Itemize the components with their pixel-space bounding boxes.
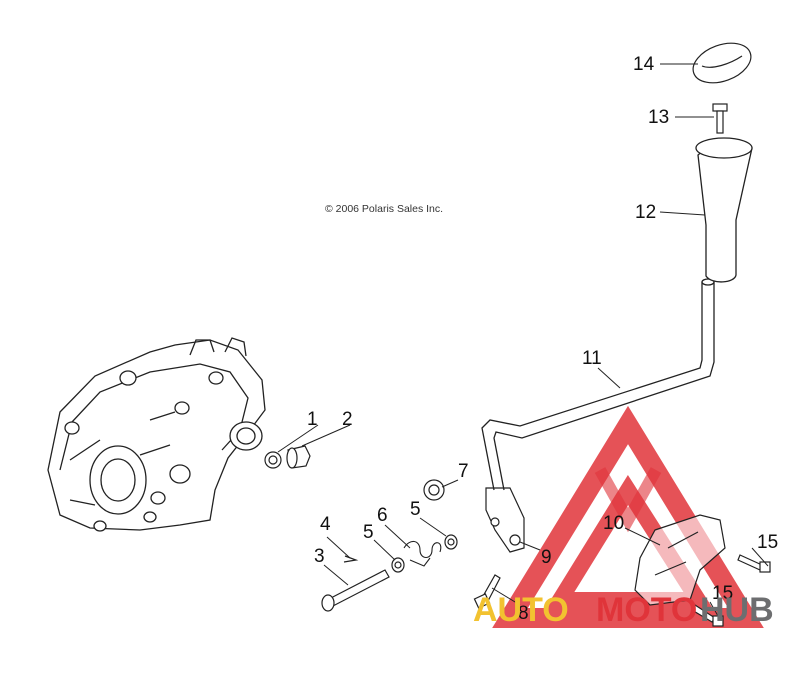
callout-5-left: 5 (363, 522, 374, 543)
watermark-moto: MOTO (596, 591, 698, 629)
watermark-auto: AUTO (473, 591, 569, 629)
callout-15-upper: 15 (757, 532, 779, 553)
part-13-screw (712, 103, 728, 134)
part-14-knob-cap (692, 42, 752, 84)
part-8-bolt (473, 574, 501, 609)
part-5-washers (391, 534, 458, 573)
callout-7: 7 (458, 461, 469, 482)
part-2-cap (286, 445, 311, 469)
part-4-cotter-pin (343, 555, 359, 563)
callout-6: 6 (377, 505, 388, 526)
callout-12: 12 (635, 202, 657, 223)
part-15-bolts (691, 554, 771, 627)
part-6-spring (403, 540, 442, 567)
part-10-plate (634, 514, 726, 606)
callout-11: 11 (582, 348, 602, 369)
callout-8: 8 (518, 603, 529, 624)
leader-lines (277, 63, 769, 617)
callout-13: 13 (648, 107, 670, 128)
callout-3: 3 (314, 546, 325, 567)
part-3-pin (321, 569, 390, 612)
callout-5-right: 5 (410, 499, 421, 520)
callout-1: 1 (307, 409, 318, 430)
callout-2: 2 (342, 409, 353, 430)
part-7-bushing (423, 479, 445, 501)
part-12-shift-knob (695, 137, 753, 283)
transmission-cover (47, 337, 266, 532)
part-9-bracket (485, 487, 525, 553)
copyright-notice: © 2006 Polaris Sales Inc. (325, 203, 444, 215)
watermark-hub: HUB (700, 591, 774, 629)
callout-4: 4 (320, 514, 331, 535)
callout-9: 9 (541, 547, 552, 568)
part-1-washer (264, 451, 282, 469)
callout-14: 14 (633, 54, 655, 75)
callout-15-lower: 15 (712, 583, 734, 604)
callout-10: 10 (603, 513, 625, 534)
